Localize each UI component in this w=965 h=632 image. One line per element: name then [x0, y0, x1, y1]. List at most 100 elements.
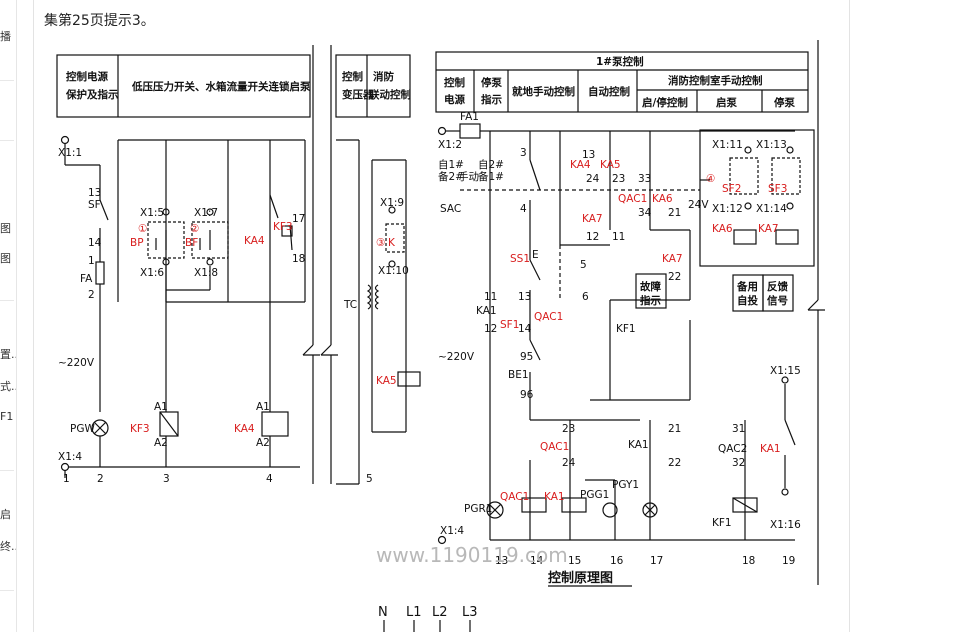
label-man1-1: 自1#	[438, 158, 464, 171]
label-220v: ~220V	[58, 357, 95, 369]
col-num-2: 2	[97, 473, 104, 485]
label-circled-1: ①	[138, 223, 147, 235]
label-fa1: FA1	[460, 111, 479, 123]
label-pgy1: PGY1	[612, 479, 639, 491]
header-low-pressure: 低压压力开关、水箱流量开关连锁启泵	[131, 80, 311, 93]
header-ctrl-power-r2: 电源	[444, 93, 465, 106]
header-feedback-2: 信号	[767, 294, 788, 307]
page-caption: 集第25页提示3。	[44, 13, 155, 29]
label-num-21: 21	[668, 207, 681, 219]
label-x1-2: X1:2	[438, 139, 462, 151]
sidebar-item[interactable]: F1	[0, 410, 14, 423]
label-ka5-r: KA5	[600, 159, 621, 171]
diagram-lines	[56, 40, 825, 632]
sidebar-item[interactable]: 置..	[0, 348, 16, 361]
label-num-24b: 24	[562, 457, 576, 469]
phase-l1: L1	[406, 605, 422, 620]
sidebar-item[interactable]: 启	[0, 508, 11, 521]
label-a2-kf3: A2	[154, 437, 168, 449]
label-num-24: 24	[586, 173, 600, 185]
sidebar-divider	[0, 140, 14, 141]
label-num-5: 5	[580, 259, 587, 271]
header-fault-1: 故障	[640, 280, 661, 293]
label-1: 1	[88, 255, 95, 267]
label-x1-13: X1:13	[756, 139, 787, 151]
label-num-6: 6	[582, 291, 589, 303]
sidebar-item[interactable]: 图	[0, 222, 11, 235]
label-a1-ka4: A1	[256, 401, 270, 413]
label-tc: TC	[343, 299, 357, 311]
label-a1-kf3: A1	[154, 401, 168, 413]
header-feedback-1: 反馈	[767, 280, 788, 293]
sidebar-item[interactable]: 图	[0, 252, 11, 265]
label-ka1: KA1	[476, 305, 497, 317]
watermark: www.1190119.com	[376, 543, 568, 567]
label-x1-8: X1:8	[194, 267, 218, 279]
label-ss1: SS1	[510, 253, 530, 265]
label-num-33: 33	[638, 173, 651, 185]
label-ka7-r2: KA7	[662, 253, 683, 265]
label-man1-2: 备2#	[438, 170, 464, 183]
label-ka4-r: KA4	[570, 159, 591, 171]
col-num-16: 16	[610, 555, 624, 567]
label-ka6-coil: KA6	[712, 223, 733, 235]
label-circled-4: ④	[706, 173, 715, 185]
header-ctrl-power-2: 保护及指示	[65, 88, 119, 101]
col-num-1: 1	[63, 473, 70, 485]
label-qac1-r: QAC1	[618, 193, 647, 205]
sidebar-item[interactable]: 式..	[0, 380, 16, 393]
label-ka4-coil: KA4	[234, 423, 255, 435]
label-ka6-r: KA6	[652, 193, 673, 205]
label-x1-16: X1:16	[770, 519, 801, 531]
sidebar-item[interactable]: 播	[0, 30, 11, 43]
label-x1-14: X1:14	[756, 203, 787, 215]
label-sac: SAC	[440, 203, 461, 215]
label-num-96: 96	[520, 389, 534, 401]
label-a2-ka4: A2	[256, 437, 270, 449]
sidebar-item[interactable]: 终..	[0, 540, 16, 553]
col-num-17: 17	[650, 555, 663, 567]
label-ka1-coil: KA1	[544, 491, 565, 503]
label-pgr1: PGR1	[464, 503, 492, 515]
sidebar-divider	[0, 470, 14, 471]
col-num-3: 3	[163, 473, 170, 485]
label-x1-1: X1:1	[58, 147, 82, 159]
label-kf3-coil: KF3	[130, 423, 150, 435]
label-num-23: 23	[612, 173, 625, 185]
label-num-31: 31	[732, 423, 745, 435]
label-qac2: QAC2	[718, 443, 747, 455]
label-x1-4: X1:4	[58, 451, 82, 463]
label-ka5-coil: KA5	[376, 375, 397, 387]
label-ka4: KA4	[244, 235, 265, 247]
label-x1-6: X1:6	[140, 267, 164, 279]
label-x1-11: X1:11	[712, 139, 743, 151]
label-kf3: KF3	[273, 221, 293, 233]
label-14: 14	[88, 237, 102, 249]
label-num-14b: 14	[518, 323, 532, 335]
label-circled-2: ②	[190, 223, 199, 235]
col-num-5: 5	[366, 473, 373, 485]
label-be1: BE1	[508, 369, 529, 381]
label-e: E	[532, 249, 539, 261]
header-start-pump: 启泵	[716, 96, 737, 109]
label-hand: 手动	[458, 170, 479, 183]
label-ka7-r: KA7	[582, 213, 603, 225]
label-qac1-r2: QAC1	[534, 311, 563, 323]
label-man2-2: 备1#	[478, 170, 504, 183]
label-num-1: 3	[520, 147, 527, 159]
header-standby-1: 备用	[736, 280, 758, 293]
label-qac1-coil: QAC1	[500, 491, 529, 503]
label-num-12: 12	[586, 231, 599, 243]
label-num-11: 11	[612, 231, 625, 243]
label-x1-9: X1:9	[380, 197, 404, 209]
diagram-title: 控制原理图	[548, 570, 613, 586]
label-24v: 24V	[688, 199, 709, 211]
label-bf: BF	[185, 237, 198, 249]
header-fire-linkage-1: 消防	[373, 70, 394, 83]
sidebar-divider	[0, 80, 14, 81]
label-circled-3: ③	[376, 237, 385, 249]
label-man2-1: 自2#	[478, 158, 504, 171]
label-kf1-coil: KF1	[712, 517, 732, 529]
left-sidebar: 播 图 图 置.. 式.. F1 启 终..	[0, 0, 17, 632]
label-num-13: 13	[582, 149, 595, 161]
